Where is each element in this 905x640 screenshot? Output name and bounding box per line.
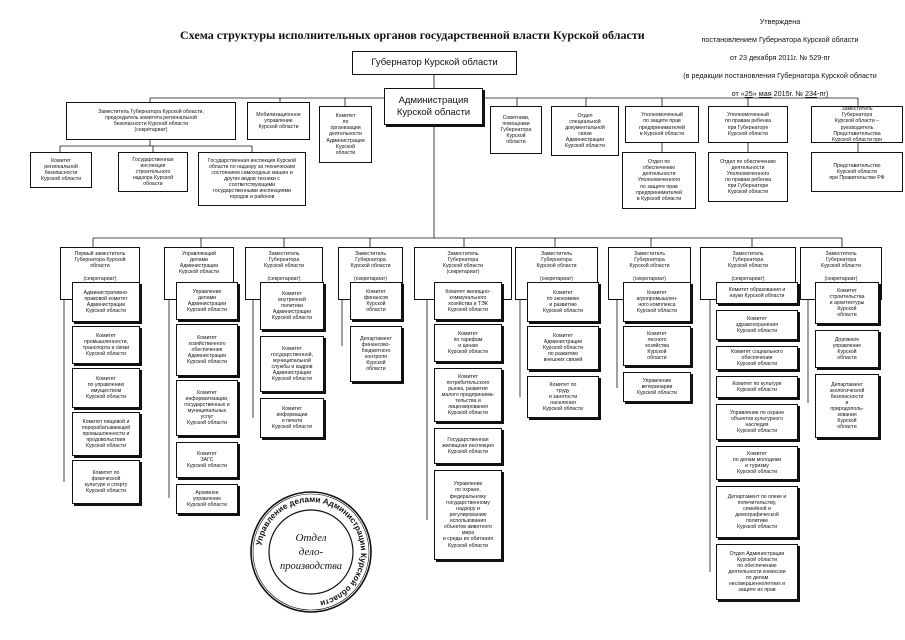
stamp-line-1: Отдел bbox=[296, 532, 327, 544]
col7-item-2: Комитет лесного хозяйства Курской област… bbox=[623, 326, 691, 366]
col1-item-4: Комитет пищевой и перерабатывающей промы… bbox=[72, 412, 140, 456]
col8-item-2: Комитет здравоохранения Курской области bbox=[716, 310, 798, 340]
col3-item-3: Комитет информации и печати Курской обла… bbox=[260, 398, 324, 438]
decree-suffix: -пг) bbox=[817, 89, 829, 98]
col1-item-3: Комитет по управлению имуществом Курской… bbox=[72, 368, 140, 408]
advisors-box: Советники, помощники Губернатора Курской… bbox=[490, 106, 542, 154]
mobilization-box: Мобилизационное управление Курской облас… bbox=[247, 102, 310, 140]
col8-item-4: Комитет по культуре Курской области bbox=[716, 376, 798, 398]
col9-item-2: Дорожное управление Курской области bbox=[815, 330, 879, 368]
approval-line-4: (в редакции постановления Губернатора Ку… bbox=[683, 71, 877, 80]
col8-item-8: Отдел Администрации Курской области по о… bbox=[716, 544, 798, 600]
col5-item-3: Комитет потребительского рынка, развития… bbox=[434, 368, 502, 422]
ombudsman-child-box: Уполномоченный по правам ребенка при Губ… bbox=[708, 106, 788, 143]
col8-item-1: Комитет образования и науки Курской обла… bbox=[716, 282, 798, 304]
approval-line-3: от 23 декабря 2011г. № 529-пг bbox=[729, 53, 831, 62]
col2-item-1: Управление делами Администрации Курской … bbox=[176, 282, 238, 320]
col6-item-2: Комитет Администрации Курской области по… bbox=[527, 326, 599, 370]
col5-item-5: Управление по охране, федеральному госуд… bbox=[434, 470, 502, 560]
date-sep: » bbox=[752, 89, 757, 98]
decree-number: 234 bbox=[805, 89, 818, 98]
col1-item-1: Административно- правовой комитет Админи… bbox=[72, 282, 140, 322]
administration-box: Администрация Курской области bbox=[384, 88, 483, 125]
date-day: 25 bbox=[744, 89, 753, 98]
col2-item-5: Архивное управление Курской области bbox=[176, 484, 238, 514]
col5-item-1: Комитет жилищно- коммунального хозяйства… bbox=[434, 282, 502, 320]
date-month: мая bbox=[758, 89, 772, 98]
col2-item-2: Комитет хозяйственного обеспечения Админ… bbox=[176, 324, 238, 376]
col1-item-5: Комитет по физической культуре и спорту … bbox=[72, 460, 140, 504]
date-prefix: от « bbox=[731, 89, 745, 98]
col3-item-2: Комитет государственной, муниципальной с… bbox=[260, 336, 324, 392]
moscow-representation-box: Представительство Курской области при Пр… bbox=[811, 152, 903, 192]
deputy-regional-security-box: Заместитель Губернатора Курской области,… bbox=[66, 102, 236, 140]
gostekhnadzor-box: Государственная инспекция Курской област… bbox=[198, 152, 306, 206]
col2-item-3: Комитет информатизации, государственных … bbox=[176, 380, 238, 436]
ombudsman-business-box: Уполномоченный по защите прав предприним… bbox=[625, 106, 699, 143]
org-committee-box: Комитет по организации деятельности Адми… bbox=[319, 106, 372, 163]
approval-line-2: постановлением Губернатора Курской облас… bbox=[701, 35, 859, 44]
col8-item-5: Управление по охране объектов культурног… bbox=[716, 404, 798, 440]
col7-item-3: Управление ветеринарии Курской области bbox=[623, 372, 691, 402]
col5-item-4: Государственная жилищная инспекция Курск… bbox=[434, 428, 502, 464]
col3-item-1: Комитет внутренней политики Администраци… bbox=[260, 282, 324, 330]
col6-item-3: Комитет по труду и занятости населения К… bbox=[527, 376, 599, 418]
document-title: Схема структуры исполнительных органов г… bbox=[180, 28, 645, 42]
approval-block: Утверждена постановлением Губернатора Ку… bbox=[660, 8, 900, 107]
construction-supervision-box: Государственная инспекция строительного … bbox=[118, 152, 188, 192]
col4-item-2: Департамент финансово- бюджетного контро… bbox=[350, 326, 402, 382]
col2-item-4: Комитет ЗАГС Курской области bbox=[176, 442, 238, 478]
regional-security-committee-box: Комитет региональной безопасности Курско… bbox=[30, 152, 92, 188]
col8-item-3: Комитет социального обеспечения Курской … bbox=[716, 346, 798, 370]
office-stamp: Управление делами Администрации Курской … bbox=[250, 491, 372, 613]
business-ombudsman-office-box: Отдел по обеспечению деятельности Уполно… bbox=[622, 152, 696, 209]
col5-item-2: Комитет по тарифам и ценам Курской облас… bbox=[434, 324, 502, 362]
approval-line-1: Утверждена bbox=[759, 17, 801, 26]
col6-item-1: Комитет по экономике и развитию Курской … bbox=[527, 282, 599, 322]
child-ombudsman-office-box: Отдел по обеспечению деятельности Уполно… bbox=[708, 152, 788, 202]
col1-item-2: Комитет промышленности, транспорта и свя… bbox=[72, 326, 140, 364]
col4-item-1: Комитет финансов Курской области bbox=[350, 282, 402, 320]
stamp-line-2: дело- bbox=[299, 546, 324, 558]
col9-item-3: Департамент экологической безопасности и… bbox=[815, 374, 879, 438]
governor-box: Губернатор Курской области bbox=[352, 51, 517, 75]
deputy-moscow-box: Заместитель Губернатора Курской области … bbox=[811, 106, 903, 143]
special-comm-box: Отдел специальной документальной связи А… bbox=[551, 106, 619, 156]
stamp-line-3: производства bbox=[280, 561, 342, 572]
col7-item-1: Комитет агропромышлен- ного комплекса Ку… bbox=[623, 282, 691, 322]
col8-item-6: Комитет по делам молодежи и туризму Курс… bbox=[716, 446, 798, 480]
col8-item-7: Департамент по опеке и попечительству, с… bbox=[716, 486, 798, 538]
col9-item-1: Комитет строительства и архитектуры Курс… bbox=[815, 282, 879, 324]
date-year: 2015г. № bbox=[773, 89, 804, 98]
approval-date-line: от «25» мая 2015г. № 234-пг) bbox=[660, 89, 900, 98]
